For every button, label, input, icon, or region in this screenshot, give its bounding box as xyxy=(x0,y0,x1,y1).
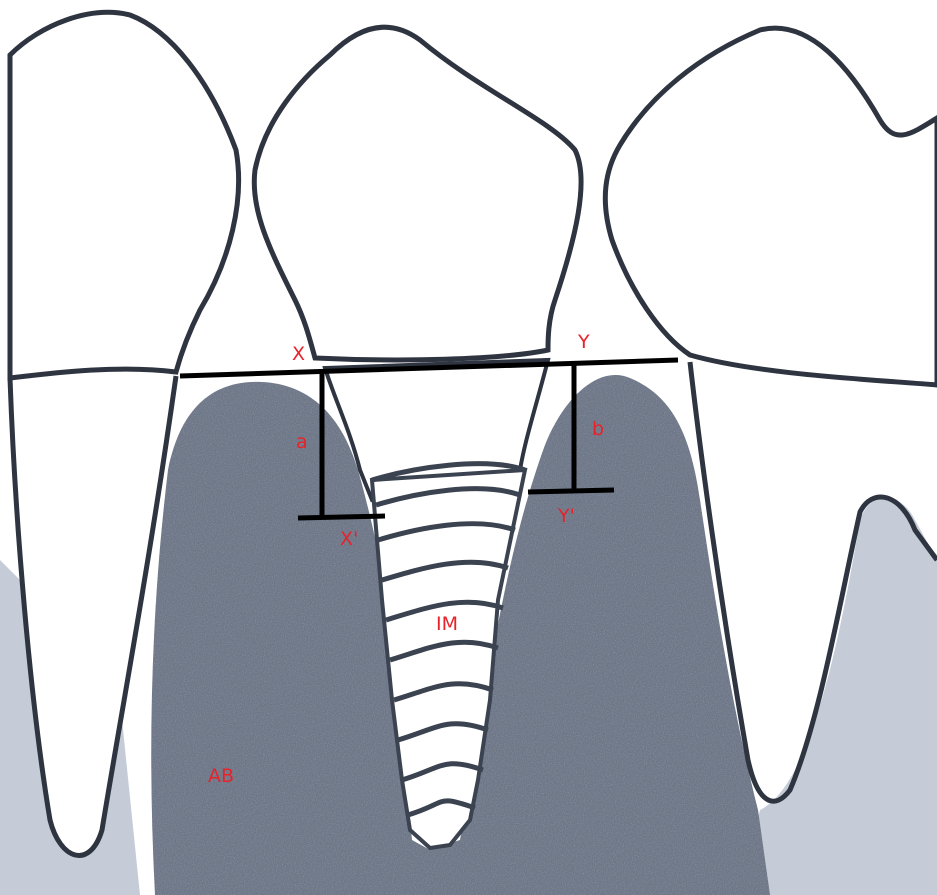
label-implant: IM xyxy=(436,613,458,635)
label-y: Y xyxy=(577,331,590,353)
label-x-prime: X' xyxy=(340,528,358,550)
soft-tissue-right xyxy=(740,498,937,895)
label-y-prime: Y' xyxy=(557,505,575,527)
right-tooth-crown xyxy=(605,28,937,385)
label-a: a xyxy=(296,431,308,453)
center-tooth-crown xyxy=(254,27,581,360)
label-x: X xyxy=(292,343,305,365)
label-alveolar-bone: AB xyxy=(208,765,234,787)
measure-a-base xyxy=(298,516,385,518)
measure-b-base xyxy=(528,490,614,492)
label-b: b xyxy=(592,418,604,440)
left-tooth-crown xyxy=(10,12,239,378)
